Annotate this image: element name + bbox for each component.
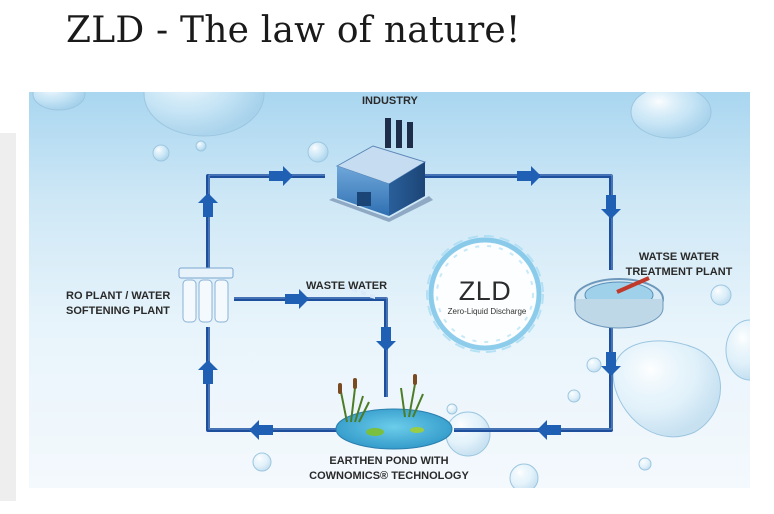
arrow-right-icon <box>285 289 309 309</box>
water-drop <box>446 403 458 415</box>
clarifier-wall <box>574 299 664 329</box>
cattail-head <box>413 374 417 385</box>
arrow-down-icon <box>376 327 396 351</box>
pipe-ro-to-industry <box>206 174 325 272</box>
factory-chimney <box>385 118 391 148</box>
arrow-down-icon <box>601 195 621 219</box>
cattail-head <box>338 383 342 394</box>
reed-leaf <box>350 387 356 423</box>
water-drop <box>143 92 265 137</box>
arrow-left-icon <box>249 420 273 440</box>
cattail-head <box>353 378 357 389</box>
treatment-plant-icon <box>574 276 664 329</box>
ro-filter-cartridge <box>198 279 213 323</box>
water-drop <box>725 319 750 381</box>
ro-plant-label-line2: SOFTENING PLANT <box>66 305 170 317</box>
treatment-plant-label-line1: WATSE WATER <box>638 251 720 263</box>
flow-arrows <box>198 166 621 440</box>
ro-plant-label: RO PLANT / WATER SOFTENING PLANT <box>66 289 170 319</box>
water-drop <box>630 92 712 139</box>
arrow-down-icon <box>601 352 621 376</box>
arrow-right-icon <box>269 166 293 186</box>
water-drop <box>152 144 170 162</box>
zld-badge-subtitle: Zero-Liquid Discharge <box>447 307 527 316</box>
factory-chimney <box>396 120 402 148</box>
water-drops-decoration <box>32 92 750 488</box>
water-drop <box>509 463 539 488</box>
industry-label: INDUSTRY <box>362 95 418 107</box>
arrow-up-icon <box>198 360 218 384</box>
cattail-reeds <box>340 383 424 423</box>
reed-leaf <box>400 387 406 418</box>
pipe-highlight-line <box>208 174 325 272</box>
pipe-highlight <box>208 174 613 430</box>
factory-icon <box>329 118 433 300</box>
zld-badge-ring <box>436 245 534 343</box>
water-drop <box>252 452 272 472</box>
water-drop <box>638 457 652 471</box>
pipe-highlight-line <box>234 297 388 397</box>
slide-title: ZLD - The law of nature! <box>66 10 521 51</box>
water-drop <box>195 140 207 152</box>
water-drop <box>710 284 732 306</box>
pipe-pond-to-ro <box>206 327 339 432</box>
zld-badge-ring <box>426 235 544 353</box>
waste-water-label: WASTE WATER <box>306 280 388 292</box>
pipe-highlight-line <box>417 174 613 270</box>
ro-plant-label-line1: RO PLANT / WATER <box>66 290 171 302</box>
ro-filter-cartridge <box>214 279 229 323</box>
water-drop <box>567 389 581 403</box>
pipe-highlight-line <box>208 327 339 430</box>
zld-badge <box>426 235 544 353</box>
water-drop <box>612 340 721 438</box>
reed-leaf <box>354 395 364 423</box>
factory-window <box>352 287 357 293</box>
pond-water <box>335 408 453 450</box>
reed-leaf <box>340 391 348 423</box>
pipe-industry-to-treatment <box>417 174 613 270</box>
factory-windows <box>343 284 375 300</box>
arrow-right-icon <box>517 166 541 186</box>
factory-window <box>361 290 366 297</box>
reed-leaf <box>412 393 424 418</box>
lily-pad <box>366 428 384 436</box>
treatment-plant-label-line2: TREATMENT PLANT <box>625 266 733 278</box>
pond-label-line2: COWNOMICS® TECHNOLOGY <box>309 470 469 482</box>
factory-window <box>343 284 348 290</box>
pipe-loop <box>206 174 613 432</box>
water-drop <box>445 411 491 457</box>
factory-base <box>329 196 433 222</box>
factory-side <box>389 162 425 216</box>
water-drop <box>307 141 329 163</box>
factory-window <box>370 293 375 300</box>
ro-filter-icon <box>178 267 234 323</box>
pipe-waste-water <box>234 297 388 397</box>
pond-icon <box>335 374 453 450</box>
water-drop <box>32 92 86 111</box>
clarifier-bridge <box>616 276 650 294</box>
reed-leaf <box>358 401 370 423</box>
flow-diagram <box>32 92 750 488</box>
zld-badge-fill <box>433 242 537 346</box>
ro-filter-bar <box>178 267 234 279</box>
zld-badge-title: ZLD <box>458 276 512 306</box>
pond-label: EARTHEN POND WITH COWNOMICS® TECHNOLOGY <box>299 454 479 484</box>
left-edge-bar <box>0 133 16 501</box>
pond-label-line1: EARTHEN POND WITH <box>329 455 449 467</box>
arrow-left-icon <box>537 420 561 440</box>
cattail-heads <box>338 374 417 394</box>
ro-filter-cartridge <box>182 279 197 323</box>
treatment-plant-label: WATSE WATER TREATMENT PLANT <box>619 250 739 280</box>
factory-door <box>357 192 371 206</box>
water-drop <box>586 357 602 373</box>
arrow-up-icon <box>198 193 218 217</box>
factory-front <box>337 166 389 216</box>
lily-pad <box>410 427 424 433</box>
reed-leaf <box>408 383 416 418</box>
zld-badge-ring <box>428 237 542 351</box>
zld-diagram-panel: INDUSTRY WATSE WATER TREATMENT PLANT RO … <box>29 92 750 488</box>
factory-chimney <box>407 122 413 148</box>
